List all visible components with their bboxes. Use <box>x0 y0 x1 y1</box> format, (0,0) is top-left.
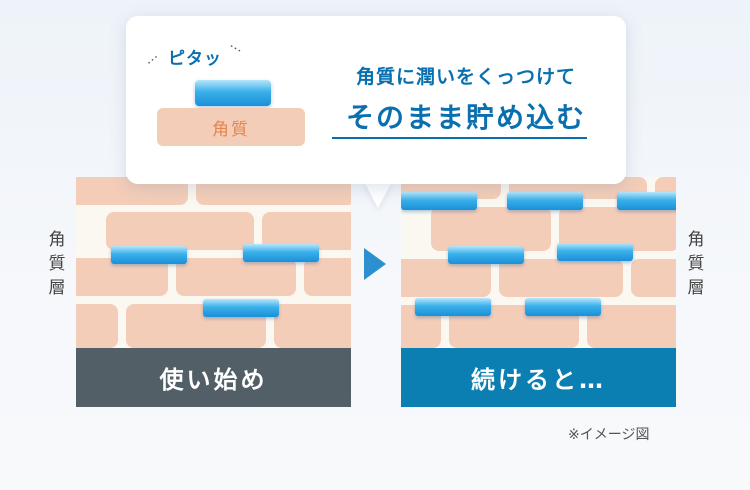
stratum-corneum-label-right: 角 質 層 <box>684 228 708 300</box>
arrow-right-icon <box>364 248 386 280</box>
moisture-block <box>243 244 319 262</box>
moisture-block-large <box>195 80 271 106</box>
brick <box>401 259 491 297</box>
moisture-block <box>111 246 187 264</box>
brick <box>76 304 118 348</box>
after-label: 続けると… <box>401 348 676 407</box>
moisture-block <box>617 192 676 210</box>
before-label: 使い始め <box>76 348 351 407</box>
moisture-block <box>401 192 477 210</box>
brick <box>499 259 623 297</box>
brick <box>304 258 351 296</box>
moisture-block <box>415 298 491 316</box>
stratum-block: 角質 <box>157 108 305 146</box>
headline-line2: そのまま貯め込む <box>345 101 586 134</box>
sound-effect-text: ピタッ <box>168 49 222 69</box>
headline-underline <box>332 137 587 139</box>
after-panel: 続けると… <box>401 177 676 407</box>
bubble-tail <box>364 182 392 208</box>
brick <box>631 259 676 297</box>
brick <box>274 304 351 348</box>
image-note: ※イメージ図 <box>568 427 650 443</box>
side-label-text: 角 質 層 <box>687 230 705 298</box>
moisture-block <box>448 246 524 264</box>
brick <box>587 305 676 348</box>
moisture-block <box>507 192 583 210</box>
brick <box>106 212 254 250</box>
moisture-block <box>525 298 601 316</box>
side-label-text: 角 質 層 <box>48 230 66 298</box>
moisture-block <box>557 243 633 261</box>
stratum-corneum-label-left: 角 質 層 <box>45 228 69 300</box>
brick <box>76 258 168 296</box>
before-panel: 使い始め <box>76 177 351 407</box>
headline-line1: 角質に潤いをくっつけて <box>355 66 576 88</box>
brick <box>431 207 551 251</box>
brick <box>176 258 296 296</box>
brick <box>262 212 351 250</box>
moisture-block <box>203 299 279 317</box>
